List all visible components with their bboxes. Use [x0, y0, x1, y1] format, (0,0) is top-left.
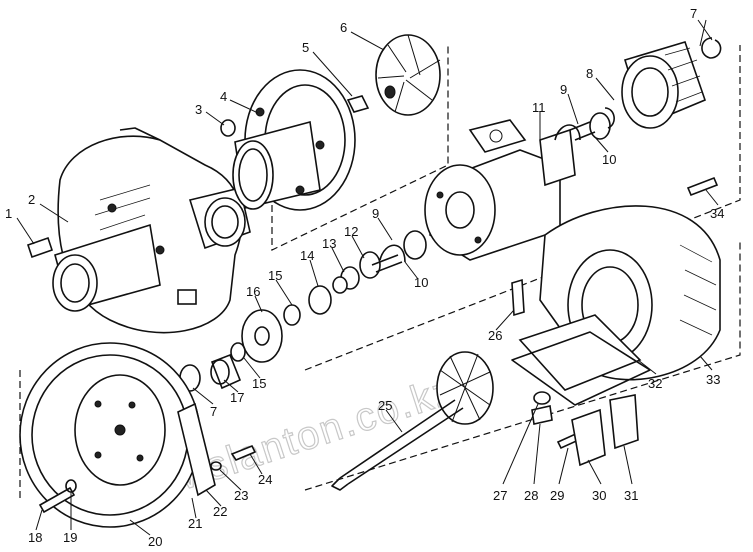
- callout-33: 33: [706, 372, 720, 387]
- bearing-housing: [424, 119, 576, 261]
- thrust-plate-and-bushing: [179, 309, 283, 392]
- callout-8: 8: [586, 66, 593, 81]
- callout-17: 17: [230, 390, 244, 405]
- callout-32: 32: [648, 376, 662, 391]
- callout-18: 18: [28, 530, 42, 545]
- bolt-34: [686, 176, 719, 197]
- callout-19: 19: [63, 530, 77, 545]
- assembly-guide-lines: [19, 45, 741, 500]
- callout-16: 16: [246, 284, 260, 299]
- o-ring-3: [220, 119, 236, 137]
- callout-7-top: 7: [690, 6, 697, 21]
- callout-14: 14: [300, 248, 314, 263]
- heat-shield-disc-and-hardware: [19, 342, 257, 528]
- callout-1: 1: [5, 206, 12, 221]
- turbine-housing-and-gasket: [511, 205, 721, 406]
- callout-23: 23: [234, 488, 248, 503]
- callout-27: 27: [493, 488, 507, 503]
- sleeve-ring-and-snap-ring: [621, 37, 722, 129]
- callout-15-bottom: 15: [252, 376, 266, 391]
- callout-12: 12: [344, 224, 358, 239]
- callout-7-bottom: 7: [210, 404, 217, 419]
- callout-4: 4: [220, 89, 227, 104]
- callout-11: 11: [532, 100, 546, 115]
- callout-13: 13: [322, 236, 336, 251]
- callout-2: 2: [28, 192, 35, 207]
- upper-seal-parts: [554, 107, 615, 141]
- callout-22: 22: [213, 504, 227, 519]
- callout-15-top: 15: [268, 268, 282, 283]
- bolt-1: [26, 236, 54, 259]
- lock-washers-and-studs: [531, 391, 639, 467]
- callout-9-top: 9: [560, 82, 567, 97]
- lower-seal-stack: [283, 230, 427, 326]
- callout-26: 26: [488, 328, 502, 343]
- callout-34: 34: [710, 206, 724, 221]
- callout-9-bottom: 9: [372, 206, 379, 221]
- callout-6: 6: [340, 20, 347, 35]
- callout-25: 25: [378, 398, 392, 413]
- callout-3: 3: [195, 102, 202, 117]
- callout-10-bottom: 10: [414, 275, 428, 290]
- callout-labels: 1 2 3 4 5 6 7 7 8 9 9 10 10 11 12 13 14 …: [5, 6, 724, 549]
- callout-5: 5: [302, 40, 309, 55]
- callout-31: 31: [624, 488, 638, 503]
- callout-20: 20: [148, 534, 162, 549]
- turbine-wheel-shaft: [331, 351, 494, 491]
- compressor-housing: [52, 127, 251, 334]
- callout-leaders: [16, 19, 719, 536]
- nut-and-compressor-wheel: [346, 34, 441, 116]
- callout-29: 29: [550, 488, 564, 503]
- callout-21: 21: [188, 516, 202, 531]
- callout-10-top: 10: [602, 152, 616, 167]
- callout-30: 30: [592, 488, 606, 503]
- callout-24: 24: [258, 472, 272, 487]
- callout-28: 28: [524, 488, 538, 503]
- backplate-and-sleeve: [232, 69, 356, 211]
